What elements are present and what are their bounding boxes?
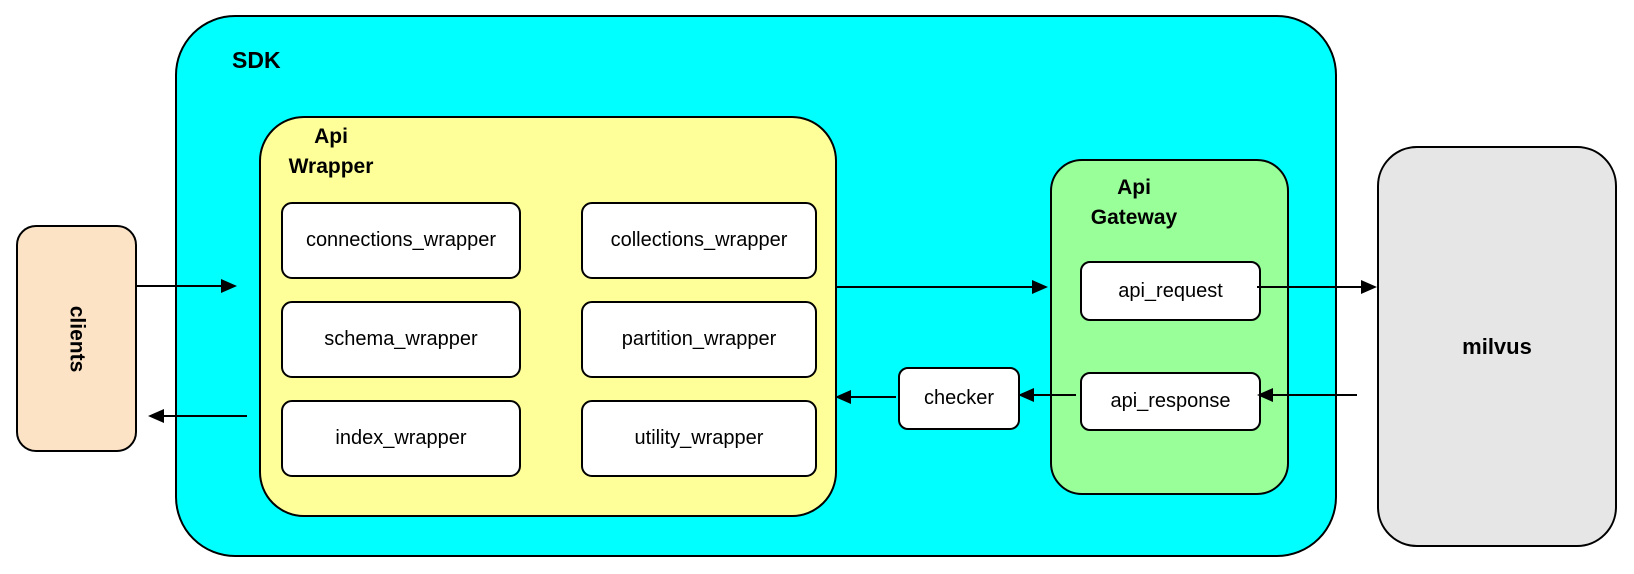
node-schema-wrapper: schema_wrapper — [281, 301, 521, 378]
node-utility-wrapper: utility_wrapper — [581, 400, 817, 477]
node-connections-wrapper: connections_wrapper — [281, 202, 521, 279]
node-partition-wrapper: partition_wrapper — [581, 301, 817, 378]
connections-wrapper-label: connections_wrapper — [305, 229, 497, 251]
node-collections-wrapper: collections_wrapper — [581, 202, 817, 279]
index-wrapper-label: index_wrapper — [335, 427, 467, 449]
milvus-node: milvus — [1377, 146, 1617, 547]
node-api-request: api_request — [1080, 261, 1261, 321]
clients-node: clients — [16, 225, 137, 452]
milvus-label: milvus — [1462, 333, 1532, 359]
schema-wrapper-label: schema_wrapper — [324, 328, 478, 350]
clients-label: clients — [65, 305, 89, 372]
api-response-label: api_response — [1110, 390, 1231, 412]
api-request-label: api_request — [1118, 279, 1223, 302]
api-gateway-container: Api Gateway api_request api_response — [1050, 159, 1289, 495]
node-index-wrapper: index_wrapper — [281, 400, 521, 477]
utility-wrapper-label: utility_wrapper — [634, 427, 764, 449]
api-wrapper-container: Api Wrapper connections_wrapper collecti… — [259, 116, 837, 517]
node-api-response: api_response — [1080, 372, 1261, 431]
collections-wrapper-label: collections_wrapper — [610, 229, 788, 251]
checker-node: checker — [898, 367, 1020, 430]
sdk-container: SDK Api Wrapper connections_wrapper coll… — [175, 15, 1337, 557]
sdk-label: SDK — [232, 47, 281, 73]
checker-label: checker — [923, 387, 995, 409]
api-wrapper-label: Api Wrapper — [288, 125, 374, 179]
api-gateway-label: Api Gateway — [1090, 176, 1178, 230]
partition-wrapper-label: partition_wrapper — [621, 328, 777, 350]
